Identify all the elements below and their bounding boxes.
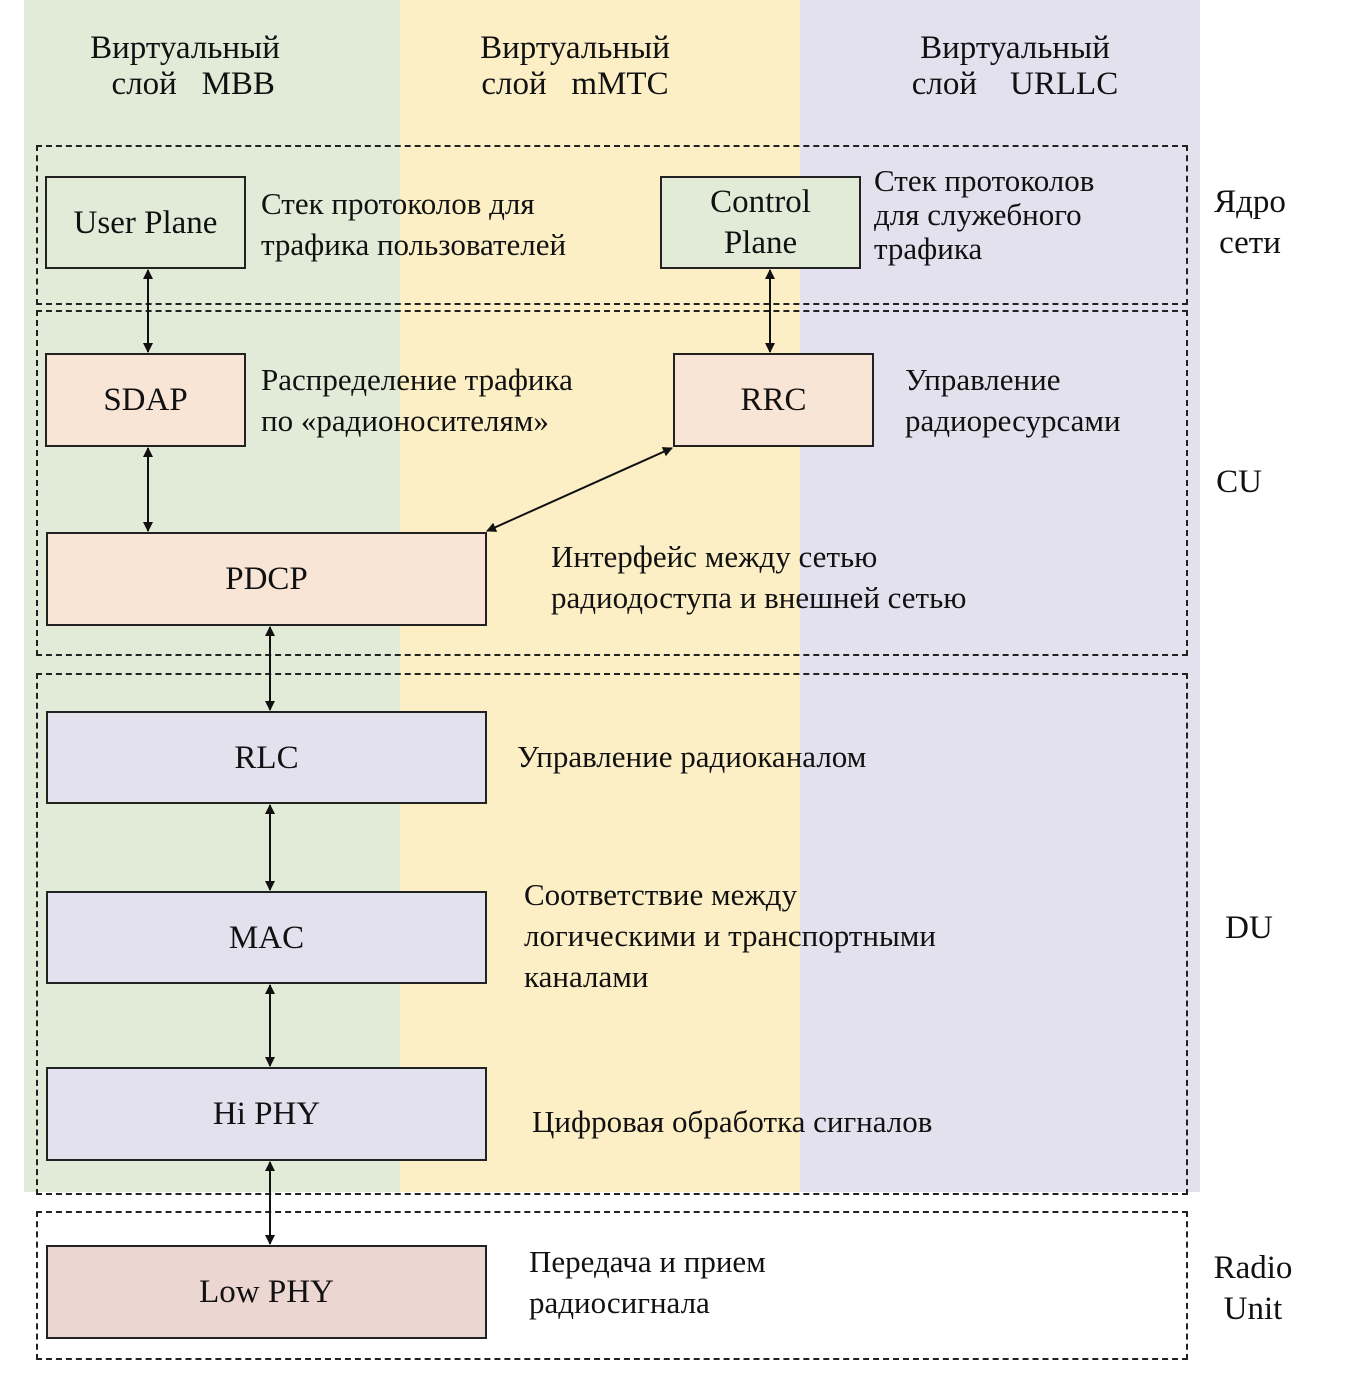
- zone-core-network: [36, 145, 1188, 305]
- zone-label-radio-unit: Radio Unit: [1213, 1250, 1293, 1327]
- block-label: MAC: [228, 919, 305, 956]
- zone-radio-unit: [36, 1211, 1188, 1360]
- desc-pdcp: Интерфейс между сетью радиодоступа и вне…: [551, 539, 967, 615]
- block-label: Low PHY: [199, 1274, 334, 1310]
- block-rlc[interactable]: RLC: [46, 711, 487, 804]
- block-low-phy[interactable]: Low PHY: [46, 1245, 487, 1339]
- block-label: Hi PHY: [212, 1096, 321, 1132]
- zone-cu: [36, 310, 1188, 656]
- desc-control-plane: Стек протоколов для служебного трафика: [874, 163, 1095, 266]
- block-hi-phy[interactable]: Hi PHY: [46, 1067, 487, 1161]
- block-sdap[interactable]: SDAP: [45, 353, 246, 447]
- column-title-mbb: Виртуальный слой MBB: [90, 30, 280, 102]
- desc-user-plane: Стек протоколов для трафика пользователе…: [261, 186, 567, 262]
- column-title-mmtc: Виртуальный слой mMTC: [480, 30, 670, 102]
- column-title-urllc: Виртуальный слой URLLC: [911, 30, 1119, 102]
- zone-label-core: Ядро сети: [1214, 184, 1286, 261]
- block-rrc[interactable]: RRC: [673, 353, 874, 447]
- desc-rrc: Управление радиоресурсами: [905, 362, 1121, 438]
- block-label: RLC: [234, 739, 299, 776]
- block-label: SDAP: [103, 382, 188, 418]
- desc-hi-phy: Цифровая обработка сигналов: [532, 1104, 933, 1139]
- desc-rlc: Управление радиоканалом: [517, 739, 867, 774]
- zone-du: [36, 673, 1188, 1195]
- zone-label-du: DU: [1225, 910, 1273, 946]
- block-label: RRC: [740, 382, 807, 418]
- block-control-plane[interactable]: Control Plane: [660, 176, 861, 269]
- block-label: Control Plane: [710, 183, 811, 261]
- arrow-rrc-pdcp: [486, 447, 673, 532]
- block-label: PDCP: [225, 561, 308, 597]
- block-user-plane[interactable]: User Plane: [45, 176, 246, 269]
- zone-label-cu: CU: [1216, 464, 1262, 500]
- block-label: User Plane: [73, 204, 218, 241]
- column-urllc: [800, 0, 1200, 1192]
- desc-sdap: Распределение трафика по «радионосителям…: [261, 362, 573, 438]
- block-pdcp[interactable]: PDCP: [46, 532, 487, 626]
- desc-mac: Соответствие между логическими и транспо…: [524, 877, 936, 994]
- block-mac[interactable]: MAC: [46, 891, 487, 984]
- desc-low-phy: Передача и прием радиосигнала: [529, 1244, 766, 1320]
